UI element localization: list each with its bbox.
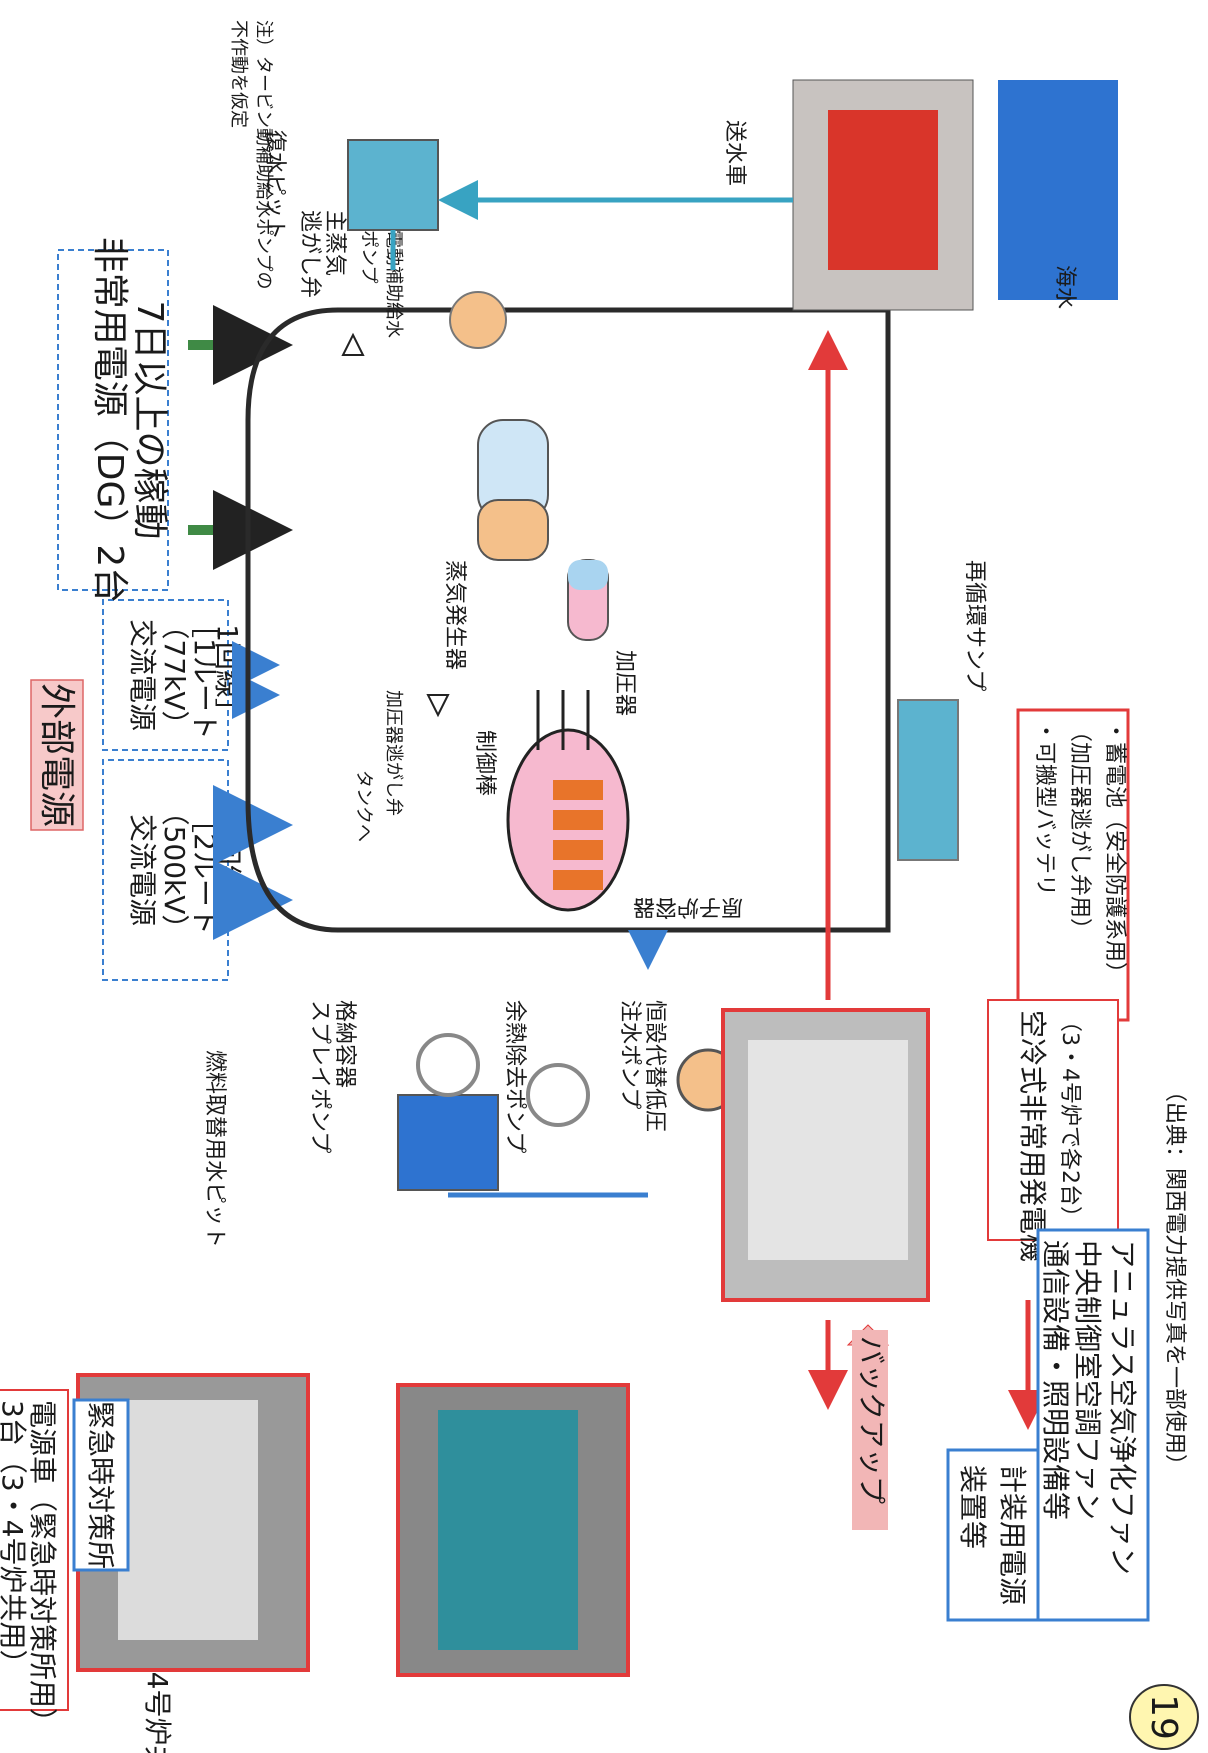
- svg-text:・可搬型バッテリ: ・可搬型バッテリ: [1032, 720, 1057, 896]
- external-power-title: 外部電源: [31, 680, 83, 830]
- svg-text:交流電源: 交流電源: [126, 619, 159, 731]
- svg-text:計装用電源: 計装用電源: [996, 1465, 1029, 1605]
- svg-text:19: 19: [1143, 1694, 1184, 1740]
- svg-text:（77kV）: （77kV）: [158, 612, 191, 739]
- svg-text:加圧器逃がし弁: 加圧器逃がし弁: [383, 690, 404, 816]
- battery-box: ・可搬型バッテリ （加圧器逃がし弁用） ・蓄電池（安全防護系用）: [1018, 710, 1128, 1020]
- svg-text:交流電源: 交流電源: [126, 814, 159, 926]
- svg-text:逃がし弁: 逃がし弁: [297, 210, 322, 298]
- svg-text:スプレイポンプ: スプレイポンプ: [307, 1000, 332, 1153]
- seawater: 海水: [998, 80, 1118, 309]
- recirculation-sump: 再循環サンプ: [898, 560, 987, 860]
- svg-text:緊急時対策所: 緊急時対策所: [84, 1401, 117, 1569]
- water-truck: 送水車: [722, 80, 973, 310]
- condensate-pit: 復水ピット: [262, 130, 438, 240]
- svg-text:非常用電源（DG）2台: 非常用電源（DG）2台: [89, 237, 130, 604]
- svg-text:原子炉容器: 原子炉容器: [633, 894, 743, 919]
- source-credit: （出典：関西電力提供写真を一部使用）: [1162, 1080, 1187, 1476]
- ac-500kv-box: 交流電源 （500kV） ［2ルート 4回線］: [103, 760, 244, 980]
- svg-text:不作動を仮定: 不作動を仮定: [228, 20, 249, 128]
- aux-feed-pump: 電動補助給水 ポンプ: [358, 230, 506, 348]
- svg-text:加圧器: 加圧器: [612, 650, 637, 716]
- svg-text:4回線］: 4回線］: [211, 819, 244, 921]
- power-truck-3-label: 電源車（緊急時対策所用） 3台（3・4号炉共用）: [0, 1390, 68, 1736]
- svg-text:空冷式非常用発電機: 空冷式非常用発電機: [1016, 1010, 1049, 1262]
- svg-text:復水ピット: 復水ピット: [262, 130, 287, 240]
- svg-text:装置等: 装置等: [956, 1465, 989, 1549]
- page-number-badge: 19: [1130, 1685, 1198, 1749]
- svg-text:蒸気発生器: 蒸気発生器: [442, 560, 467, 670]
- svg-text:ポンプ: ポンプ: [358, 230, 379, 283]
- backup-arrow: バックアップ: [848, 1325, 888, 1530]
- steam-generator: 蒸気発生器: [442, 420, 548, 670]
- pressurizer: 加圧器: [568, 560, 637, 716]
- reactor-vessel: 原子炉容器: [508, 730, 743, 919]
- instrument-power-box: 計装用電源 装置等: [948, 1450, 1038, 1620]
- power-truck-5-photo: [398, 1385, 628, 1675]
- ac-77kv-box: 交流電源 （77kV） ［1ルート 1回線］: [103, 600, 244, 750]
- svg-text:バックアップ: バックアップ: [855, 1336, 888, 1504]
- svg-text:アニュラス空気浄化ファン: アニュラス空気浄化ファン: [1106, 1240, 1139, 1575]
- svg-text:通信設備・照明設備等: 通信設備・照明設備等: [1039, 1240, 1072, 1520]
- svg-text:送水車: 送水車: [722, 120, 747, 186]
- svg-text:格納容器: 格納容器: [332, 1000, 357, 1088]
- svg-text:7日以上の稼動: 7日以上の稼動: [129, 301, 170, 540]
- svg-text:（3・4号炉で各2台）: （3・4号炉で各2台）: [1057, 1010, 1082, 1228]
- air-cooled-generator-label: 空冷式非常用発電機 （3・4号炉で各2台）: [988, 1000, 1118, 1262]
- alternate-low-pressure-pump: 恒設代替低圧 注水ポンプ: [617, 1000, 738, 1132]
- svg-text:主蒸気: 主蒸気: [322, 210, 347, 276]
- svg-text:3台（3・4号炉共用）: 3台（3・4号炉共用）: [0, 1400, 29, 1677]
- svg-text:（加圧器逃がし弁用）: （加圧器逃がし弁用）: [1067, 720, 1092, 940]
- svg-text:制御棒: 制御棒: [472, 730, 497, 796]
- pressurizer-relief-valve: 加圧器逃がし弁 タンクへ: [353, 690, 448, 842]
- svg-text:電源車（緊急時対策所用）: 電源車（緊急時対策所用）: [26, 1400, 59, 1736]
- diesel-generator-box: 非常用電源（DG）2台 7日以上の稼動: [58, 237, 170, 604]
- svg-text:・蓄電池（安全防護系用）: ・蓄電池（安全防護系用）: [1102, 720, 1127, 984]
- svg-text:中央制御室空調ファン: 中央制御室空調ファン: [1071, 1240, 1104, 1520]
- svg-text:海水: 海水: [1052, 265, 1077, 309]
- residual-heat-removal-pump: 余熱除去ポンプ: [502, 1000, 588, 1153]
- svg-text:注水ポンプ: 注水ポンプ: [617, 1000, 642, 1109]
- fans-box: アニュラス空気浄化ファン 中央制御室空調ファン 通信設備・照明設備等: [1038, 1230, 1148, 1620]
- svg-text:余熱除去ポンプ: 余熱除去ポンプ: [502, 1000, 527, 1153]
- svg-text:再循環サンプ: 再循環サンプ: [962, 560, 987, 691]
- svg-text:恒設代替低圧: 恒設代替低圧: [642, 1000, 667, 1132]
- svg-text:タンクへ: タンクへ: [353, 770, 374, 842]
- svg-text:（500kV）: （500kV）: [158, 798, 191, 943]
- svg-text:燃料取替用水ピット: 燃料取替用水ピット: [202, 1050, 227, 1248]
- svg-text:1回線］: 1回線］: [211, 624, 244, 726]
- emergency-office-box: 緊急時対策所: [74, 1400, 128, 1570]
- main-steam-relief-valve: 主蒸気 逃がし弁: [297, 210, 363, 355]
- svg-text:外部電源: 外部電源: [36, 683, 77, 827]
- air-cooled-generator-photo: [723, 1010, 928, 1300]
